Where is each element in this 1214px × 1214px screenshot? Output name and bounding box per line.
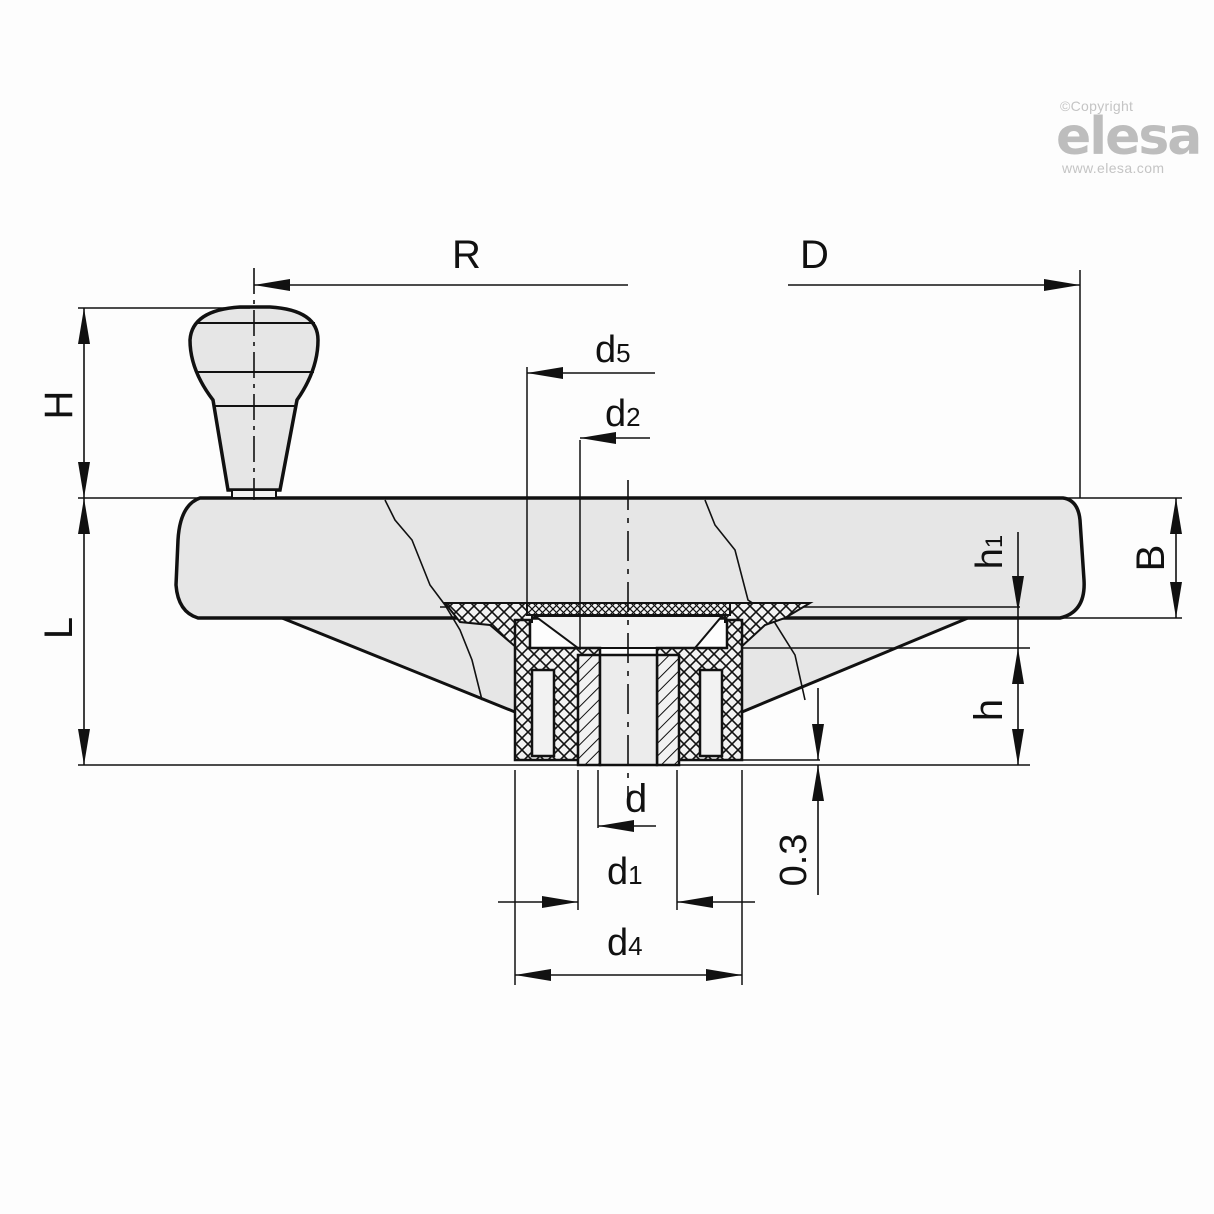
dim-label-h1: h1 [969, 535, 1011, 570]
revolving-handle [188, 268, 320, 500]
dim-label-h: h [967, 699, 1011, 721]
dim-label-d2: d2 [605, 393, 641, 435]
dim-label-clearance: 0.3 [773, 834, 815, 887]
dim-label-d4: d4 [607, 922, 643, 964]
dimension-labels: R D H L B h h1 0.3 d5 d2 d d1 d4 [37, 233, 1173, 964]
dim-label-l: L [37, 617, 81, 639]
dim-label-h-upper: H [37, 391, 81, 420]
dim-label-b: B [1129, 545, 1173, 572]
dim-label-d5: d5 [595, 329, 631, 371]
dimension-lines [78, 279, 1182, 981]
website-url: www.elesa.com [1062, 160, 1165, 176]
copyright-text: ©Copyright [1060, 98, 1134, 114]
elesa-watermark: ©Copyright elesa www.elesa.com [1050, 98, 1210, 176]
dim-label-d: d [625, 777, 647, 821]
dim-label-r: R [452, 233, 481, 277]
dim-label-d-outer: D [800, 233, 829, 277]
brand-logo: elesa [1056, 107, 1202, 167]
dim-label-d1: d1 [607, 851, 643, 893]
extension-lines [78, 270, 1182, 985]
